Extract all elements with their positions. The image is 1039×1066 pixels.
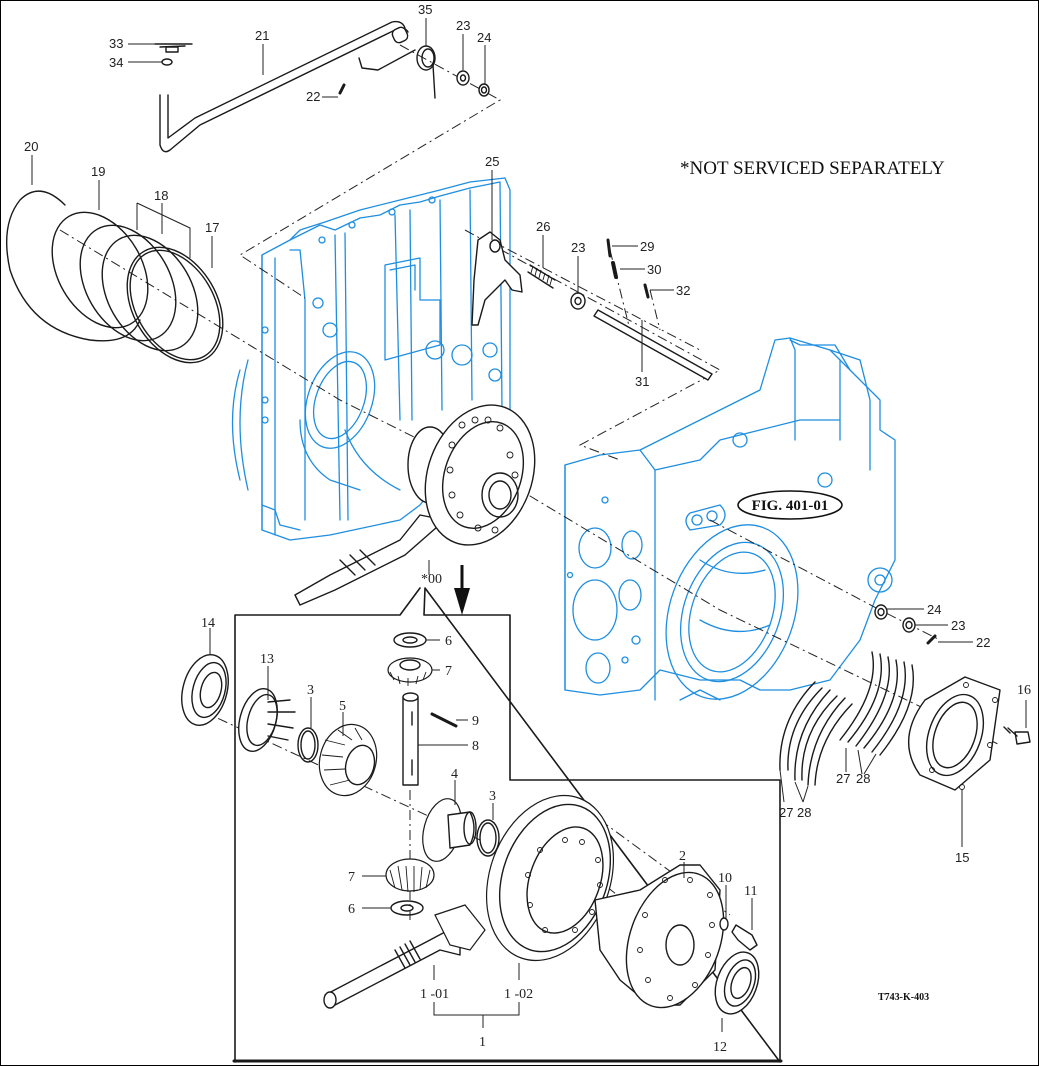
callout-1-02: 1 -02 <box>504 987 533 1002</box>
spring-26 <box>527 264 556 289</box>
callout-labels-upper: 33 34 21 22 35 23 24 20 19 18 17 25 26 2… <box>24 2 690 389</box>
shift-fork-assembly <box>471 231 713 381</box>
callout-24-right: 24 <box>927 602 941 617</box>
callout-8: 8 <box>472 739 479 754</box>
callout-33: 33 <box>109 36 123 51</box>
callout-24: 24 <box>477 30 491 45</box>
callout-1-01: 1 -01 <box>420 987 449 1002</box>
callout-12: 12 <box>713 1040 727 1055</box>
figure-reference-badge[interactable]: FIG. 401-01 <box>737 490 843 520</box>
callout-25: 25 <box>485 154 499 169</box>
callout-leaders <box>31 18 1027 1032</box>
callout-26: 26 <box>536 219 550 234</box>
inset-parts <box>181 632 760 1015</box>
right-side-parts <box>779 604 1031 791</box>
callout-11: 11 <box>744 884 757 899</box>
callout-31: 31 <box>635 374 649 389</box>
callout-15: 15 <box>955 850 969 865</box>
callout-30: 30 <box>647 262 661 277</box>
callout-6-bottom: 6 <box>348 902 355 917</box>
callout-18: 18 <box>154 188 168 203</box>
callout-9: 9 <box>472 714 479 729</box>
arrow-down-icon <box>454 565 470 615</box>
callout-labels-inset: 14 13 3 5 6 7 9 8 4 3 7 6 2 10 11 1 -01 … <box>201 616 757 1055</box>
callout-16: 16 <box>1017 683 1031 698</box>
shift-linkage <box>154 20 490 153</box>
callout-3-left: 3 <box>307 683 314 698</box>
callout-7-bottom: 7 <box>348 870 355 885</box>
callout-19: 19 <box>91 164 105 179</box>
callout-3-right: 3 <box>489 789 496 804</box>
callout-2: 2 <box>679 849 686 864</box>
callout-22: 22 <box>306 89 320 104</box>
callout-23: 23 <box>456 18 470 33</box>
callout-17: 17 <box>205 220 219 235</box>
callout-20: 20 <box>24 139 38 154</box>
snap-rings <box>5 190 224 364</box>
callout-1: 1 <box>479 1035 486 1050</box>
assembly-marker: *00 <box>421 572 442 587</box>
bearing-retainer-15 <box>908 676 1001 791</box>
callout-34: 34 <box>109 55 123 70</box>
differential-assembly-installed <box>294 404 536 606</box>
callout-14: 14 <box>201 616 215 631</box>
not-serviced-note: *NOT SERVICED SEPARATELY <box>680 158 945 179</box>
callout-28-outer: 28 <box>797 805 811 820</box>
callout-23-right: 23 <box>951 618 965 633</box>
callout-13: 13 <box>260 652 274 667</box>
brake-plates <box>779 651 915 786</box>
callout-27-outer: 27 <box>779 805 793 820</box>
inset-exploded-box <box>232 565 783 1063</box>
callout-22-right: 22 <box>976 635 990 650</box>
callout-7-top: 7 <box>445 664 452 679</box>
callout-23-fork: 23 <box>571 240 585 255</box>
drawing-code: T743-K-403 <box>878 992 929 1003</box>
rear-housing-right <box>564 337 896 701</box>
callout-27-inner: 27 <box>836 771 850 786</box>
callout-labels-right: 24 23 22 16 15 27 28 27 28 <box>779 602 1031 865</box>
callout-21: 21 <box>255 28 269 43</box>
callout-4: 4 <box>451 767 458 782</box>
callout-32: 32 <box>676 283 690 298</box>
callout-10: 10 <box>718 871 732 886</box>
figure-reference-label[interactable]: FIG. 401-01 <box>752 498 829 514</box>
callout-35: 35 <box>418 2 432 17</box>
callout-5: 5 <box>339 699 346 714</box>
callout-28-inner: 28 <box>856 771 870 786</box>
callout-29: 29 <box>640 239 654 254</box>
callout-6-top: 6 <box>445 634 452 649</box>
